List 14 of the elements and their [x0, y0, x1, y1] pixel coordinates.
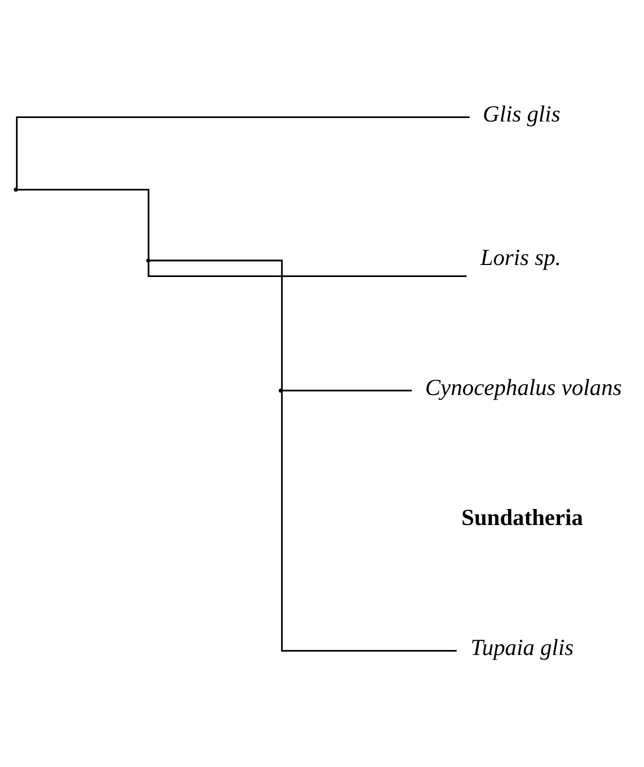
- node-point: [278, 388, 283, 392]
- connector: [282, 389, 412, 391]
- connector: [148, 261, 467, 276]
- node-text: Glis glis: [482, 100, 560, 126]
- node-point: [146, 258, 150, 262]
- node-text: Cynocephalus volans: [425, 374, 622, 400]
- label: Sundatheria: [461, 504, 584, 530]
- node-text: Tupaia glis: [470, 634, 574, 660]
- connector: [16, 116, 470, 188]
- node-text: Loris sp.: [480, 243, 562, 270]
- connector: [17, 188, 150, 259]
- node-point: [14, 187, 18, 192]
- connector: [281, 390, 457, 652]
- connector: [150, 259, 283, 390]
